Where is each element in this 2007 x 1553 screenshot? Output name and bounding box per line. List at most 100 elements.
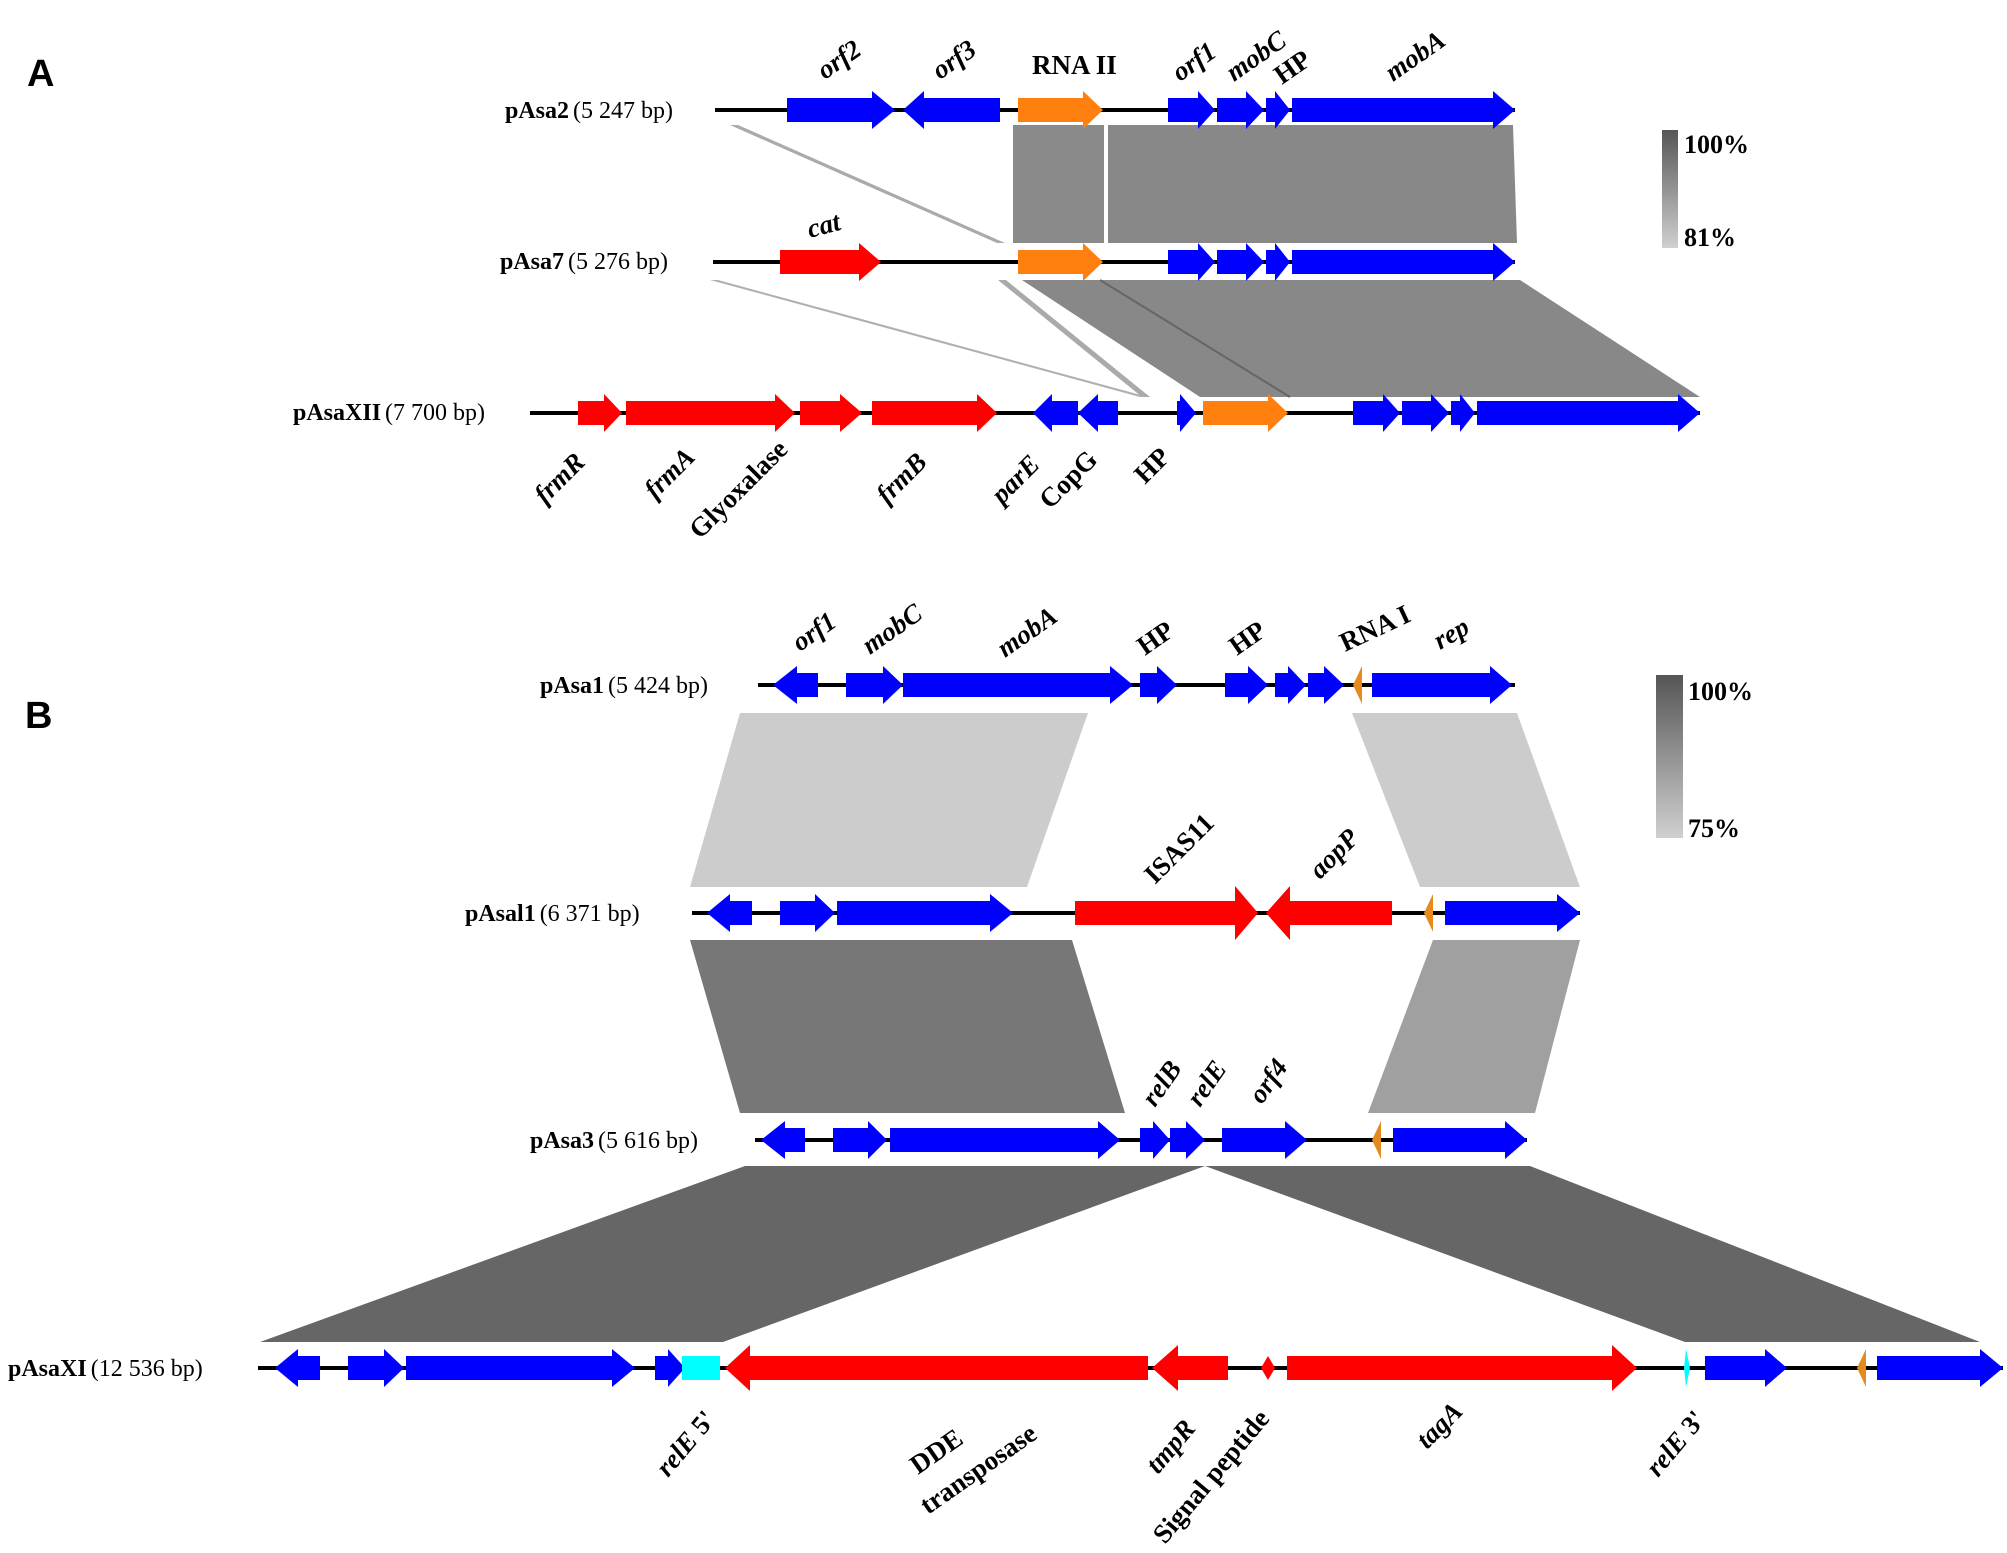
plasmid-pasal1 (692, 886, 1580, 940)
gene-arrow-relb (1140, 1121, 1170, 1159)
plasmid-label-pasa1: pAsa1 (5 424 bp) (540, 673, 708, 699)
gene-label-frmb: frmB (870, 447, 933, 510)
gene-label-aopp: aopP (1303, 822, 1365, 884)
gene-arrow-rna-i (1353, 666, 1362, 704)
gene-arrow-rna-i (1372, 1121, 1381, 1159)
gene-label-moba: mobA (991, 600, 1062, 662)
homology-line (998, 280, 1150, 397)
scale-a-min: 81% (1684, 223, 1736, 252)
homology-block (1352, 713, 1580, 887)
homology-block (260, 1166, 1205, 1342)
plasmid-label-pasal1: pAsal1 (6 371 bp) (465, 901, 640, 927)
gene-label-frma: frmA (638, 442, 701, 505)
scale-b-min: 75% (1688, 814, 1740, 843)
gene-label-orf4: orf4 (1242, 1053, 1293, 1108)
gene-arrow-moba (1477, 394, 1700, 432)
gene-label-taga: tagA (1410, 1396, 1468, 1454)
gene-label-relb: relB (1135, 1055, 1187, 1112)
gene-arrow-mobc (1402, 394, 1449, 432)
plasmid-label-pasaxii: pAsaXII (7 700 bp) (293, 400, 485, 426)
plasmid-pasa7 (713, 243, 1515, 281)
panel-label-a: A (27, 53, 54, 95)
gene-arrow (348, 1349, 404, 1387)
gene-arrow-orf1 (1168, 243, 1215, 281)
gene-arrow-rna-ii (1018, 243, 1103, 281)
gene-arrow-mobc (1217, 91, 1264, 129)
homology-regions-b (260, 713, 1980, 1342)
plasmid-label-pasa7: pAsa7 (5 276 bp) (500, 249, 668, 275)
gene-arrow-rep (1877, 1349, 2003, 1387)
gene-label-pare: parE (984, 449, 1046, 511)
plasmid-pasaxi (258, 1345, 2003, 1391)
gene-arrow-hp (1177, 394, 1196, 432)
gene-arrow-hp (1266, 91, 1290, 129)
gene-arrow-aopp (1266, 886, 1392, 940)
gene-arrow (275, 1349, 320, 1387)
gene-arrow-rep (1372, 666, 1512, 704)
gene-arrow (655, 1349, 685, 1387)
plasmid-label-pasa2: pAsa2 (5 247 bp) (505, 98, 673, 124)
gene-arrow-rna-ii (1203, 394, 1288, 432)
gene-arrow-orf4 (1222, 1121, 1307, 1159)
gene-arrow-mobc (1217, 243, 1264, 281)
gene-label-rep: rep (1428, 611, 1474, 655)
gene-arrow-signal-peptide (1261, 1356, 1275, 1380)
gene-arrow-small (1275, 666, 1306, 704)
gene-arrow-hp (1266, 243, 1290, 281)
gene-arrow-hp (1451, 394, 1475, 432)
gene-arrow-moba (903, 666, 1133, 704)
gene-arrow (1705, 1349, 1787, 1387)
gene-arrow-moba (1292, 91, 1515, 129)
gene-label-glyoxalase: Glyoxalase (683, 434, 793, 544)
gene-label-copg: CopG (1033, 444, 1103, 514)
gene-arrow-mobc (846, 666, 903, 704)
gene-arrow-orf1 (1168, 91, 1215, 129)
homology-block (690, 940, 1125, 1113)
gene-block-rele-5 (682, 1356, 720, 1380)
gene-arrow-frmb (872, 394, 997, 432)
gene-arrow-pare (1033, 394, 1078, 432)
gene-arrow-small (1308, 666, 1344, 704)
identity-scale-bar-b (1656, 675, 1683, 838)
gene-arrow-mobc (780, 894, 835, 932)
gene-label-orf2: orf2 (811, 34, 866, 85)
gene-label-orf1: orf1 (1166, 36, 1221, 87)
gene-label-rna-i: RNA I (1335, 599, 1415, 658)
gene-block-rele-3 (1684, 1349, 1690, 1387)
gene-arrow-orf1 (1353, 394, 1400, 432)
plasmid-label-pasa3: pAsa3 (5 616 bp) (530, 1128, 698, 1154)
homology-block (1022, 280, 1700, 397)
gene-arrow-moba (1292, 243, 1515, 281)
plasmid-label-pasaxi: pAsaXI (12 536 bp) (8, 1356, 203, 1382)
gene-label-mobc: mobC (856, 597, 928, 660)
scale-a-max: 100% (1684, 130, 1749, 159)
gene-label-hp: HP (1128, 442, 1176, 490)
plasmid-pasa1 (758, 666, 1515, 704)
gene-label-signal-peptide: Signal peptide (1147, 1404, 1276, 1549)
gene-arrow-orf1 (773, 666, 818, 704)
gene-arrow-orf2 (787, 91, 895, 129)
gene-arrow-isas11 (1075, 886, 1258, 940)
homology-block (1368, 940, 1580, 1113)
plasmid-pasaxii (530, 394, 1700, 432)
homology-regions-a (710, 125, 1700, 398)
gene-label-tmpr: tmpR (1140, 1414, 1202, 1479)
gene-arrow-frmr (578, 394, 622, 432)
gene-arrow-tmpr (1152, 1345, 1228, 1391)
plasmid-pasa2 (715, 91, 1515, 129)
gene-label-hp: HP (1131, 615, 1179, 661)
homology-block (1013, 125, 1104, 243)
gene-label-cat: cat (804, 206, 845, 244)
gene-arrow-rna-i (1857, 1349, 1866, 1387)
gene-arrow-orf3 (903, 91, 1000, 129)
homology-line (730, 125, 1005, 243)
gene-arrow-copg (1078, 394, 1118, 432)
homology-block (1108, 125, 1517, 243)
gene-label-orf3: orf3 (926, 34, 981, 85)
gene-arrow-orf1 (707, 894, 752, 932)
gene-label-rna-ii: RNA II (1032, 50, 1117, 80)
homology-block (690, 713, 1088, 887)
gene-arrow-rele (1170, 1121, 1205, 1159)
gene-arrow-rna-i (1424, 894, 1433, 932)
gene-label-hp: HP (1223, 615, 1271, 661)
